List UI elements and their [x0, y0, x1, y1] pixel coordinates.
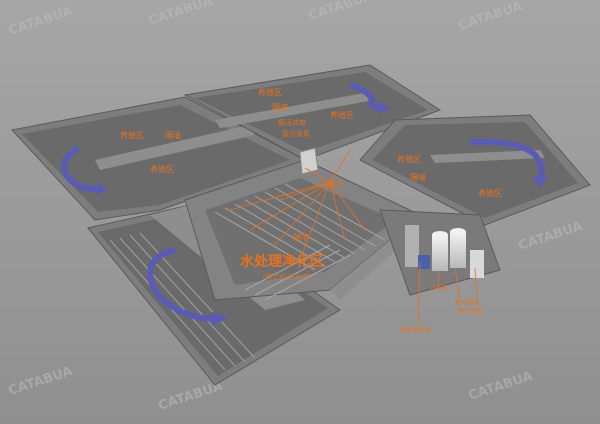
label-breeding-zone: 养殖区 — [150, 164, 174, 174]
divider-wall — [95, 125, 255, 170]
label-dam: 隔墙 — [410, 172, 426, 182]
label-breeding-zone: 养殖区 — [258, 87, 282, 97]
flow-arrow-icon — [469, 138, 545, 180]
label-breeding-zone: 养殖区 — [330, 110, 354, 120]
label-dam: 隔墙 — [165, 130, 181, 140]
label-water-treatment-sub: （微滤机·生化池） — [258, 272, 316, 281]
pond-top-left — [11, 96, 307, 221]
leader-lines — [229, 149, 479, 326]
flow-arrow-icon — [349, 82, 381, 111]
label-equipment: 设备间 — [430, 284, 448, 292]
divider-wall — [430, 150, 545, 163]
label-sewage-center: 集污井南 — [278, 118, 306, 127]
sewage-well — [299, 147, 319, 175]
label-water-treatment: 水处理净化区 — [240, 253, 324, 270]
pond-right — [359, 114, 591, 226]
flow-arrow-icon — [61, 145, 101, 192]
label-breeding-zone: 养殖区 — [397, 154, 421, 164]
label-dam: 隔墙 — [272, 102, 288, 112]
label-sewage-center: 管污泥系 — [282, 129, 310, 138]
label-equipment: 臭氧发生器 — [400, 326, 430, 334]
cabinet-icon — [470, 250, 484, 278]
pond-top-center — [183, 64, 442, 161]
label-dam: 隔墙 — [293, 232, 309, 242]
pump-icon — [418, 255, 430, 269]
filter-rails — [214, 183, 386, 271]
labels: 养殖区 隔墙 养殖区 养殖区 隔墙 集污井南 管污泥系 养殖区 养殖区 隔墙 养… — [120, 87, 502, 334]
label-equipment: 紫外杀菌 — [458, 307, 482, 315]
label-breeding-zone: 养殖区 — [120, 130, 144, 140]
flow-arrow-icon — [146, 247, 216, 322]
label-breeding-zone: 养殖区 — [478, 188, 502, 198]
label-equipment: 氧气供应 — [455, 299, 479, 307]
divider-wall — [215, 92, 374, 128]
equipment-area — [379, 209, 501, 296]
label-drain: 集污 — [328, 178, 344, 188]
